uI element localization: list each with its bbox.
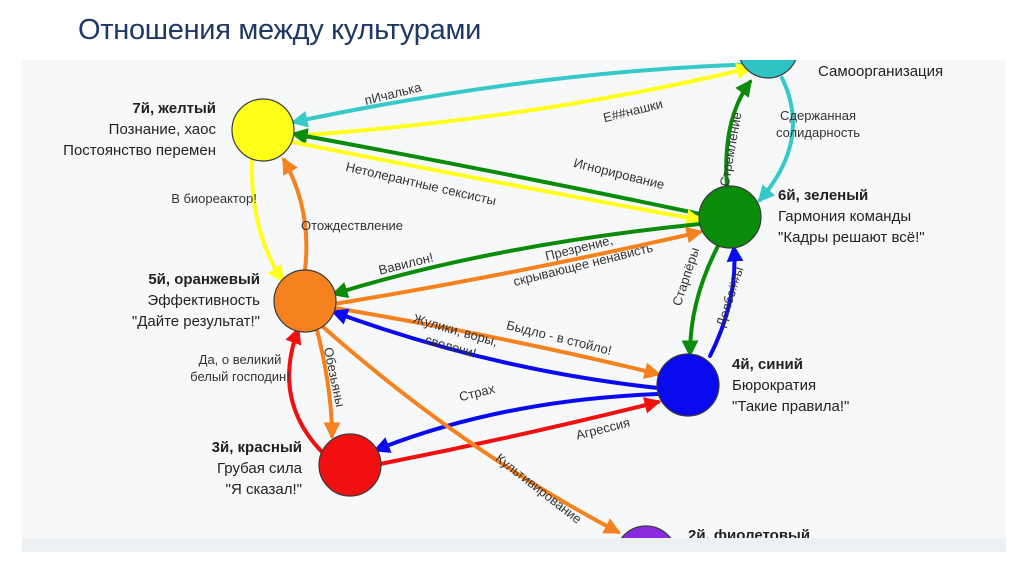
edge-v-bioreaktor: [249, 158, 284, 283]
edge-nachalka: [290, 62, 764, 128]
edge-netolerantnye: [290, 128, 702, 216]
node-green-circle: [698, 185, 762, 249]
edge-label-otozhdestvlenie: Отождествление: [301, 218, 403, 233]
edge-agressiya: [378, 397, 662, 466]
edge-bydlo: [333, 306, 662, 379]
node-blue-circle: [656, 353, 720, 417]
edge-label-dolboyoby: Долбо##ы: [713, 265, 746, 329]
edge-sderzhannaya: [757, 76, 795, 203]
edge-label-strakh: Страх: [457, 381, 496, 404]
node-turquoise-circle: [739, 60, 797, 79]
edge-label-eshki: Е##нашки: [602, 96, 665, 125]
edges-layer: [249, 62, 795, 534]
edge-starpery: [681, 244, 720, 358]
edge-ignorirovanie: [290, 140, 704, 226]
node-red-circle: [318, 433, 382, 497]
slide-title: Отношения между культурами: [78, 14, 481, 46]
edge-eshki: [292, 62, 754, 138]
edge-otozhdestvlenie: [282, 157, 309, 272]
node-orange-circle: [273, 269, 337, 333]
edge-label-stremlenie: Стремление: [717, 111, 745, 188]
edge-stremlenie: [724, 79, 752, 188]
edge-label-ignorirovanie: Игнорирование: [572, 155, 666, 192]
nodes-layer: [231, 60, 797, 550]
edge-da-o-velikiy: [285, 326, 324, 454]
edge-kultivirovanie: [320, 324, 621, 534]
edge-label-kultivirovanie: Культивирование: [493, 450, 585, 526]
edge-prezrenie: [332, 226, 704, 306]
edge-obezyany: [315, 328, 341, 440]
edge-strakh: [372, 392, 660, 453]
edge-dolboyoby: [708, 244, 744, 358]
bottom-band: [22, 538, 1006, 552]
node-turquoise-label: Самоорганизация: [818, 63, 943, 80]
edge-zhuliki: [330, 308, 660, 390]
edge-vavilon: [330, 222, 702, 299]
node-yellow-circle: [231, 98, 295, 162]
edge-label-v-bioreaktor: В биореактор!: [171, 191, 257, 206]
